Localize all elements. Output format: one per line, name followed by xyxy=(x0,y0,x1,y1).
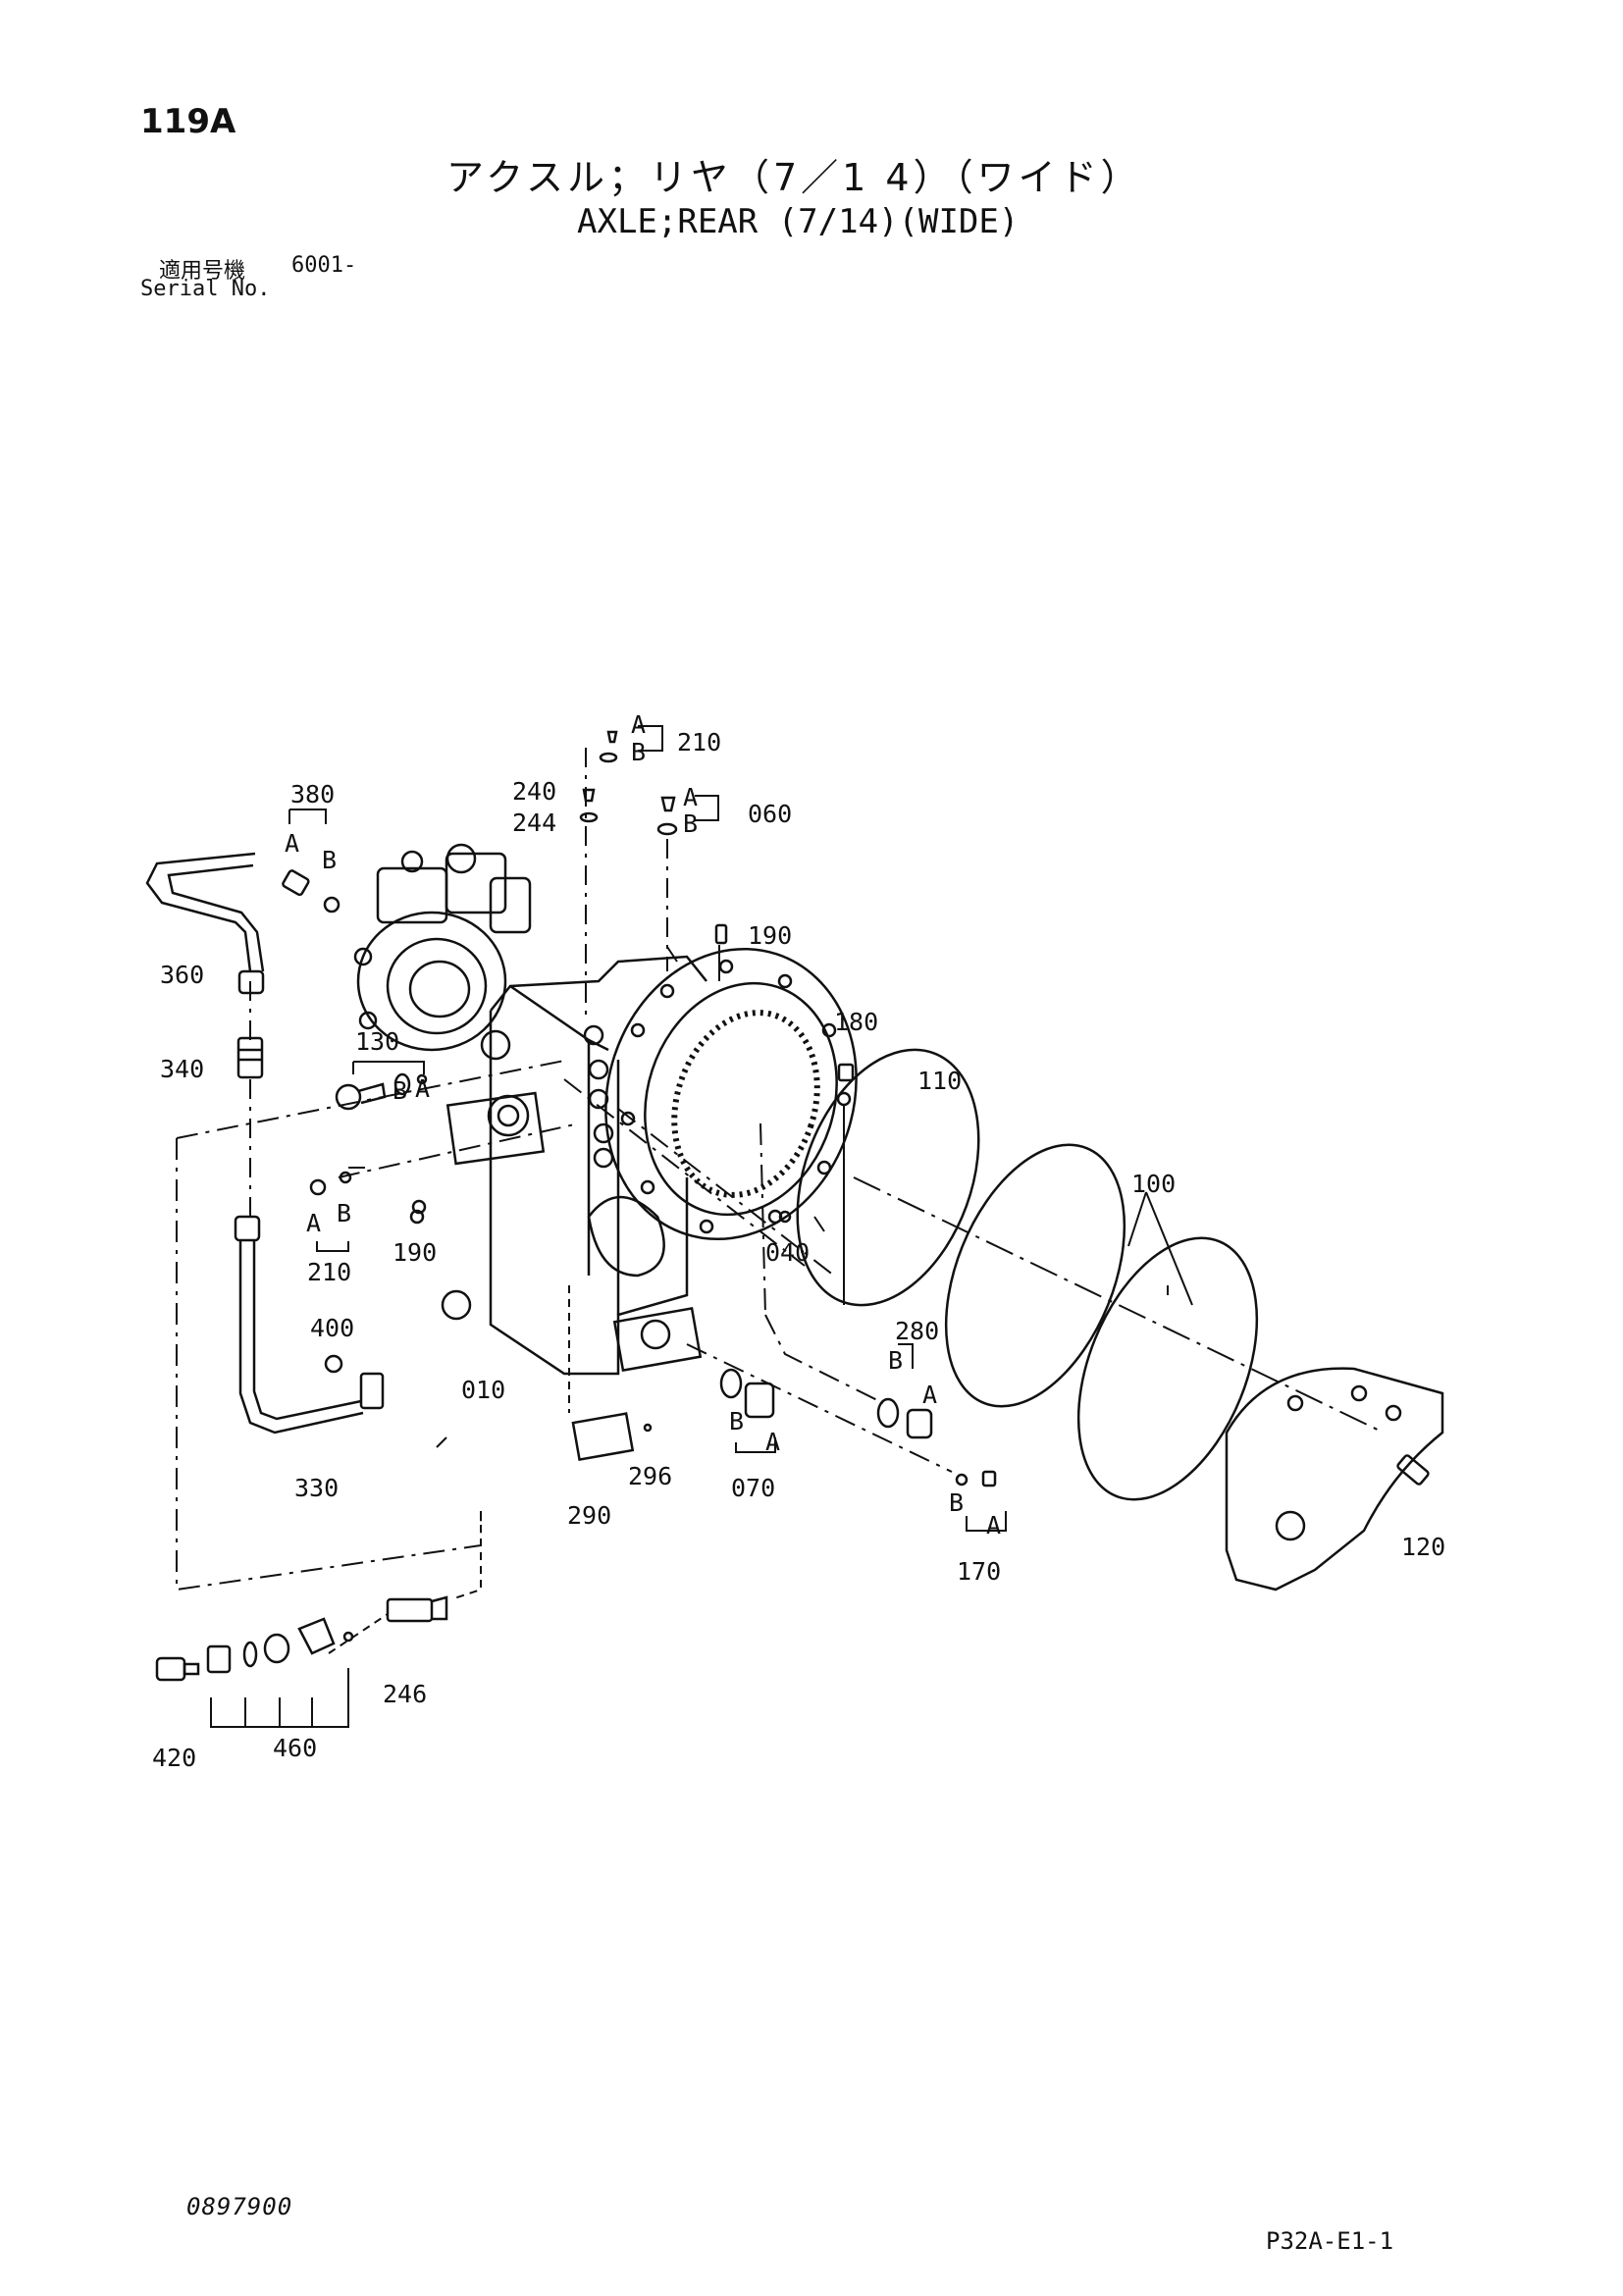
label-190-top: 190 xyxy=(748,921,792,950)
label-190-left: 190 xyxy=(393,1238,437,1267)
label-060: 060 xyxy=(748,800,792,828)
sub-b: B xyxy=(322,846,337,874)
label-244: 244 xyxy=(512,809,556,837)
mating-flange xyxy=(1225,1367,1444,1592)
sub-b: B xyxy=(393,1076,407,1105)
o-rings xyxy=(796,1048,1259,1501)
label-246: 246 xyxy=(383,1680,427,1708)
serial-label-japanese: 適用号機 xyxy=(159,259,246,284)
label-170: 170 xyxy=(957,1557,1001,1586)
label-120: 120 xyxy=(1401,1533,1445,1561)
page-number: 119A xyxy=(140,102,236,141)
label-010: 010 xyxy=(461,1376,505,1404)
label-210-left: 210 xyxy=(307,1258,351,1286)
sub-b: B xyxy=(729,1407,744,1435)
sub-a: A xyxy=(986,1511,1001,1539)
sub-b: B xyxy=(683,809,698,838)
small-parts xyxy=(309,730,997,1487)
leader-lines xyxy=(176,748,1385,1654)
sub-a: A xyxy=(415,1074,430,1103)
sensor-parts xyxy=(155,1595,448,1682)
label-130: 130 xyxy=(355,1027,399,1056)
part-labels: 010 040 060 070 100 110 120 130 170 180 … xyxy=(152,728,1445,1772)
document-code: 0897900 xyxy=(186,2193,293,2220)
housing-flange xyxy=(604,947,858,1241)
label-110: 110 xyxy=(917,1067,962,1095)
sub-a: A xyxy=(631,710,646,739)
axle-housing xyxy=(441,955,707,1376)
label-290: 290 xyxy=(567,1501,611,1530)
fitting-340 xyxy=(236,1036,264,1079)
label-100: 100 xyxy=(1131,1170,1176,1198)
pipe-330 xyxy=(234,1215,385,1435)
label-296: 296 xyxy=(628,1462,672,1490)
sub-b: B xyxy=(631,738,646,766)
sub-a: A xyxy=(683,783,698,811)
page-code: P32A-E1-1 xyxy=(1266,2227,1394,2255)
sub-a: A xyxy=(285,829,299,858)
label-330: 330 xyxy=(294,1474,339,1502)
hydraulic-motor xyxy=(353,843,532,1052)
label-400: 400 xyxy=(310,1314,354,1342)
label-040: 040 xyxy=(765,1238,810,1267)
fitting-380 xyxy=(282,869,340,913)
sub-a: A xyxy=(765,1428,780,1456)
label-280: 280 xyxy=(895,1317,939,1345)
sub-a: A xyxy=(306,1209,321,1237)
label-180: 180 xyxy=(834,1008,878,1036)
bracket-lines xyxy=(210,725,1193,1728)
label-460: 460 xyxy=(273,1734,317,1762)
title-english: AXLE;REAR (7/14)(WIDE) xyxy=(577,202,1020,241)
label-070: 070 xyxy=(731,1474,775,1502)
sub-a: A xyxy=(922,1381,937,1409)
serial-label-english: Serial No. xyxy=(140,277,271,301)
sub-b: B xyxy=(949,1488,964,1517)
label-360: 360 xyxy=(160,961,204,989)
sub-labels: A B A B A B B A A B B A B A B A xyxy=(285,710,1001,1539)
title-japanese: アクスル；リヤ（7／1 4）（ワイド） xyxy=(446,156,1142,199)
label-340: 340 xyxy=(160,1055,204,1083)
serial-value: 6001- xyxy=(291,253,357,278)
label-210-top: 210 xyxy=(677,728,721,757)
label-240: 240 xyxy=(512,777,556,806)
sub-b: B xyxy=(888,1346,903,1375)
label-380: 380 xyxy=(290,780,335,809)
label-420: 420 xyxy=(152,1744,196,1772)
sub-b: B xyxy=(337,1199,351,1227)
